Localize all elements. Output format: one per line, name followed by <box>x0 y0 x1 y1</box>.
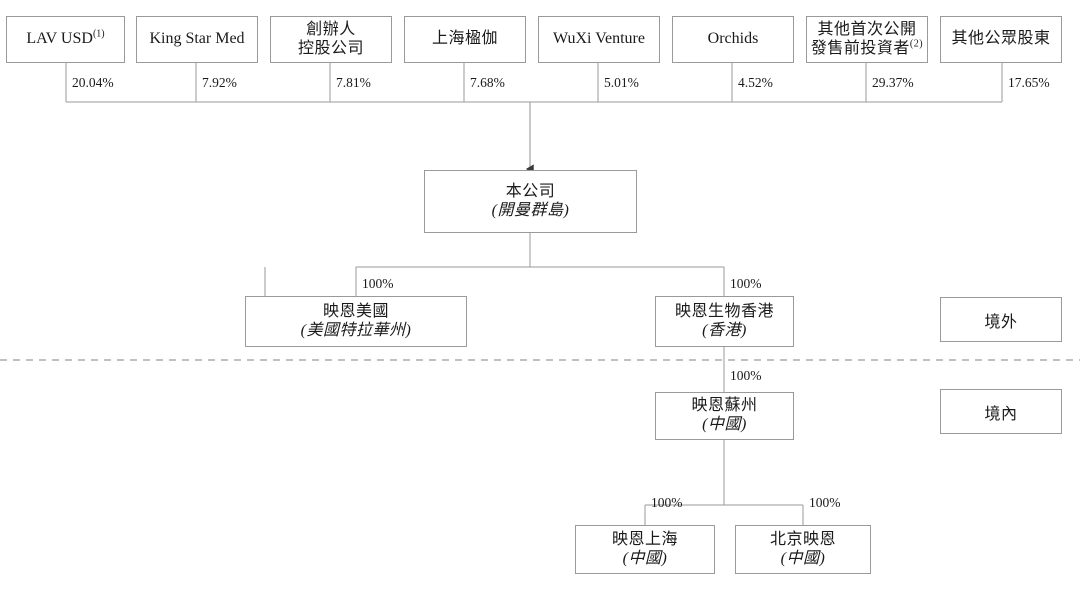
subsidiary-box-yingen-hk[interactable]: 映恩生物香港 (香港) <box>655 296 794 347</box>
subsidiary-jurisdiction: (中國) <box>622 549 668 567</box>
percent-label-orchids: 4.52% <box>738 75 773 90</box>
subsidiary-name: 北京映恩 <box>769 530 836 548</box>
shareholder-box-other-pre-ipo-investors[interactable]: 其他首次公開 發售前投資者(2) <box>806 16 928 63</box>
percent-label-yingen-suzhou: 100% <box>730 368 762 383</box>
shareholder-name: Orchids <box>707 30 759 48</box>
subsidiary-name: 映恩生物香港 <box>674 302 774 320</box>
company-jurisdiction: (開曼群島) <box>491 201 570 219</box>
region-label-offshore: 境外 <box>940 297 1062 342</box>
percent-label-other-pre-ipo-investors: 29.37% <box>872 75 914 90</box>
shareholder-box-wuxi-venture[interactable]: WuXi Venture <box>538 16 660 63</box>
shareholder-box-orchids[interactable]: Orchids <box>672 16 794 63</box>
subsidiary-jurisdiction: (美國特拉華州) <box>300 321 412 339</box>
percent-label-shanghai-yingjia: 7.68% <box>470 75 505 90</box>
subsidiary-jurisdiction: (中國) <box>780 549 826 567</box>
region-label-onshore: 境內 <box>940 389 1062 434</box>
company-name: 本公司 <box>505 182 556 200</box>
shareholder-box-shanghai-yingjia[interactable]: 上海楹伽 <box>404 16 526 63</box>
percent-label-yingen-shanghai: 100% <box>651 495 683 510</box>
subsidiary-jurisdiction: (中國) <box>702 416 747 433</box>
percent-label-wuxi-venture: 5.01% <box>604 75 639 90</box>
footnote-marker: (2) <box>909 38 924 50</box>
subsidiary-box-yingen-suzhou[interactable]: 映恩蘇州 (中國) <box>655 392 794 440</box>
shareholder-name: WuXi Venture <box>553 30 645 48</box>
percent-label-king-star-med: 7.92% <box>202 75 237 90</box>
shareholder-name: LAV USD(1) <box>26 28 105 48</box>
subsidiary-name: 映恩上海 <box>611 530 678 548</box>
shareholder-name-line2: 發售前投資者(2) <box>810 38 924 57</box>
shareholder-box-founder-holdco[interactable]: 創辦人 控股公司 <box>270 16 392 63</box>
shareholder-name: 上海楹伽 <box>431 30 498 48</box>
subsidiary-name: 映恩蘇州 <box>691 397 758 415</box>
percent-label-lav-usd: 20.04% <box>72 75 114 90</box>
subsidiary-box-yingen-shanghai[interactable]: 映恩上海 (中國) <box>575 525 715 574</box>
shareholder-box-king-star-med[interactable]: King Star Med <box>136 16 258 63</box>
shareholder-name: 其他公眾股東 <box>951 30 1051 48</box>
shareholder-box-lav-usd[interactable]: LAV USD(1) <box>6 16 125 63</box>
shareholder-box-other-public-shareholders[interactable]: 其他公眾股東 <box>940 16 1062 63</box>
percent-label-yingen-hk: 100% <box>730 276 762 291</box>
subsidiary-jurisdiction: (香港) <box>702 321 747 339</box>
company-box[interactable]: 本公司 (開曼群島) <box>424 170 637 233</box>
shareholder-name-line2: 控股公司 <box>297 39 364 57</box>
percent-label-other-public-shareholders: 17.65% <box>1008 75 1050 90</box>
shareholder-name: King Star Med <box>149 30 245 48</box>
subsidiary-box-yingen-us[interactable]: 映恩美國 (美國特拉華州) <box>245 296 467 347</box>
percent-label-founder-holdco: 7.81% <box>336 75 371 90</box>
percent-label-yingen-us: 100% <box>362 276 394 291</box>
shareholder-name: 其他首次公開 <box>817 20 917 38</box>
shareholder-name: 創辦人 <box>306 20 356 38</box>
footnote-marker: (1) <box>92 28 105 40</box>
percent-label-yingen-beijing: 100% <box>809 495 841 510</box>
subsidiary-name: 映恩美國 <box>322 302 389 320</box>
subsidiary-box-yingen-beijing[interactable]: 北京映恩 (中國) <box>735 525 871 574</box>
